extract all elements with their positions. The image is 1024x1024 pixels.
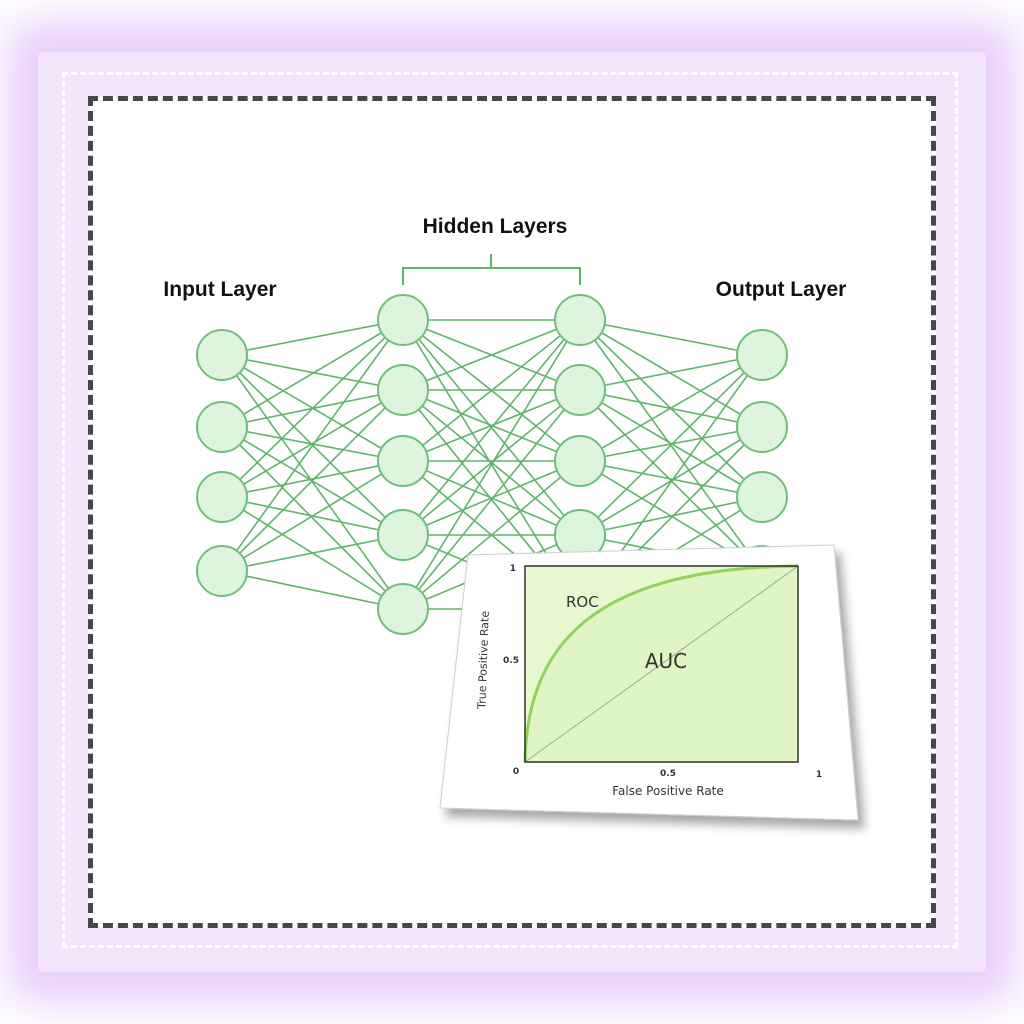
output-node-3-1 [736,401,788,453]
connection-l0-3-2 [221,460,404,572]
output-layer-label: Output Layer [716,278,847,301]
input-node-0-1 [196,401,248,453]
input-layer-label: Input Layer [163,278,276,301]
connection-l1-3-0 [402,319,581,536]
connection-l1-2-0 [402,319,581,462]
roc-plot [523,564,799,763]
connection-l0-0-4 [221,354,404,610]
input-node-0-2 [196,471,248,523]
connection-l0-2-0 [221,319,404,498]
hidden-layers-label: Hidden Layers [423,215,568,238]
connection-l0-3-3 [221,534,404,572]
connection-l0-3-0 [221,319,404,572]
connection-l0-3-1 [221,389,404,572]
input-node-0-0 [196,329,248,381]
roc-curve [523,564,799,763]
hidden-node-1-4 [377,583,429,635]
x-tick-1: 1 [816,770,822,780]
roc-plot-frame [524,565,799,763]
connection-l0-2-1 [221,389,404,498]
connection-l0-1-0 [221,319,404,428]
connection-l1-3-2 [402,460,581,536]
hidden-node-2-0 [554,294,606,346]
hidden-node-2-2 [554,435,606,487]
auc-label: AUC [645,649,687,673]
roc-card: ROC AUC 1 0.5 0 0.5 1 False Positive Rat… [439,544,859,821]
connection-l2-3-2 [579,496,763,536]
output-node-3-2 [736,471,788,523]
connection-l2-1-0 [579,354,763,391]
connections [221,319,763,610]
connection-l0-2-2 [221,460,404,498]
hidden-node-1-2 [377,435,429,487]
connection-l1-4-2 [402,460,581,610]
connection-l0-3-4 [221,570,404,610]
connection-l2-0-1 [579,319,763,428]
connection-l2-2-0 [579,354,763,462]
y-axis-label: True Positive Rate [475,610,491,710]
y-tick-0-5: 0.5 [503,656,519,666]
hidden-node-1-0 [377,294,429,346]
outer-dashed-frame [62,72,958,948]
neural-network [196,294,788,635]
connection-l0-0-0 [221,319,404,356]
neurons [196,294,788,635]
x-tick-0: 0 [513,767,519,777]
input-node-0-3 [196,545,248,597]
x-tick-0-5: 0.5 [660,769,676,779]
roc-curve-label: ROC [566,593,599,611]
connection-l2-2-2 [579,460,763,498]
hidden-node-1-3 [377,509,429,561]
y-tick-1: 1 [510,564,516,574]
hidden-node-1-1 [377,364,429,416]
output-node-3-0 [736,329,788,381]
connection-l1-1-0 [402,319,581,391]
connection-l2-0-0 [579,319,763,356]
hidden-node-2-1 [554,364,606,416]
connection-l1-4-1 [402,389,581,610]
connection-l2-3-0 [579,354,763,536]
hidden-layers-bracket [402,254,581,285]
connection-l1-4-0 [402,319,581,610]
x-axis-label: False Positive Rate [612,784,724,798]
connection-l1-2-1 [402,389,581,462]
connection-l0-1-4 [221,426,404,610]
connection-l1-3-1 [402,389,581,536]
connection-l0-0-1 [221,354,404,391]
roc-diagonal [524,565,799,763]
